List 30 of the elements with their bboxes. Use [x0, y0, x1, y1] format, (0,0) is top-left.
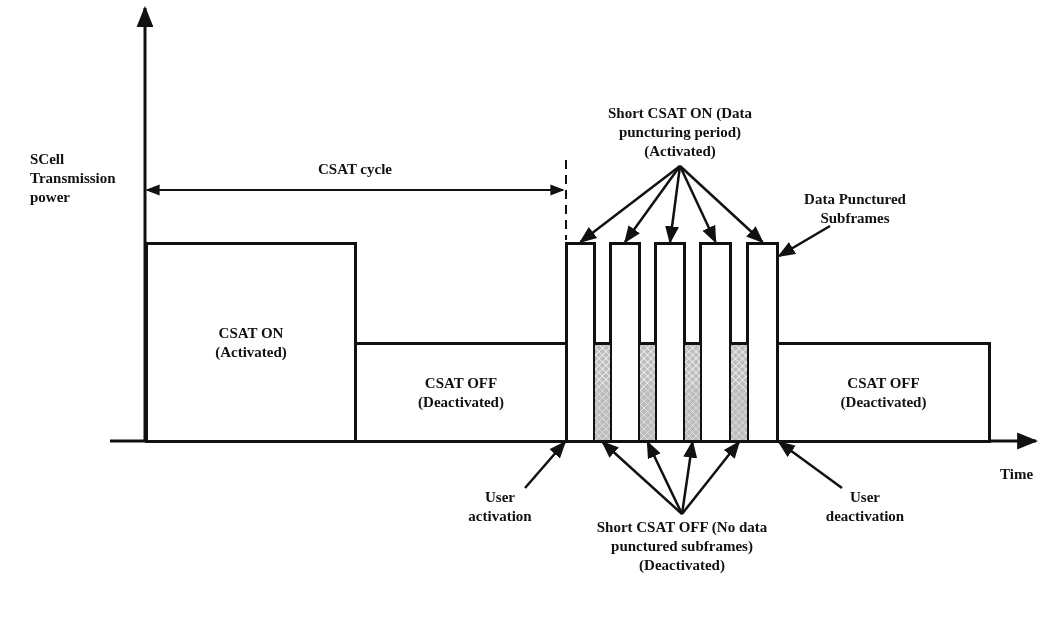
power-level-bar: CSAT OFF (Deactivated): [776, 342, 991, 443]
power-level-bar: [609, 242, 641, 443]
callout-text: User deactivation: [815, 488, 915, 526]
leader-arrow: [623, 165, 681, 244]
callout-text: Short CSAT OFF (No data punctured subframes) (Deactivated): [592, 518, 772, 575]
leader-arrow: [601, 440, 683, 515]
power-level-bar: [699, 242, 732, 443]
callout-text: User activation: [455, 488, 545, 526]
power-level-bar: [654, 242, 686, 443]
leader-arrow: [665, 165, 682, 244]
leader-arrow: [679, 165, 764, 244]
leader-arrow: [680, 440, 698, 515]
leader-arrow: [777, 224, 831, 258]
power-level-bar: [746, 242, 779, 443]
dimension-label: CSAT cycle: [317, 160, 393, 179]
power-level-bar: CSAT OFF (Deactivated): [354, 342, 568, 443]
leader-arrow: [579, 165, 681, 244]
leader-arrow: [646, 440, 684, 515]
power-level-bar: CSAT ON (Activated): [145, 242, 357, 443]
power-level-bar: [565, 242, 596, 443]
callout-text: Short CSAT ON (Data puncturing period) (Activated): [590, 104, 770, 161]
shaded-subframe-bar: [685, 342, 700, 443]
shaded-subframe-bar: [731, 342, 747, 443]
shaded-subframe-bar: [640, 342, 655, 443]
axis-label: Time: [1000, 465, 1035, 484]
callout-text: Data Punctured Subframes: [790, 190, 920, 228]
leader-arrow: [681, 440, 741, 515]
axis-label: SCell Transmission power: [30, 150, 117, 207]
leader-arrow: [678, 165, 717, 244]
shaded-subframe-bar: [595, 342, 610, 443]
